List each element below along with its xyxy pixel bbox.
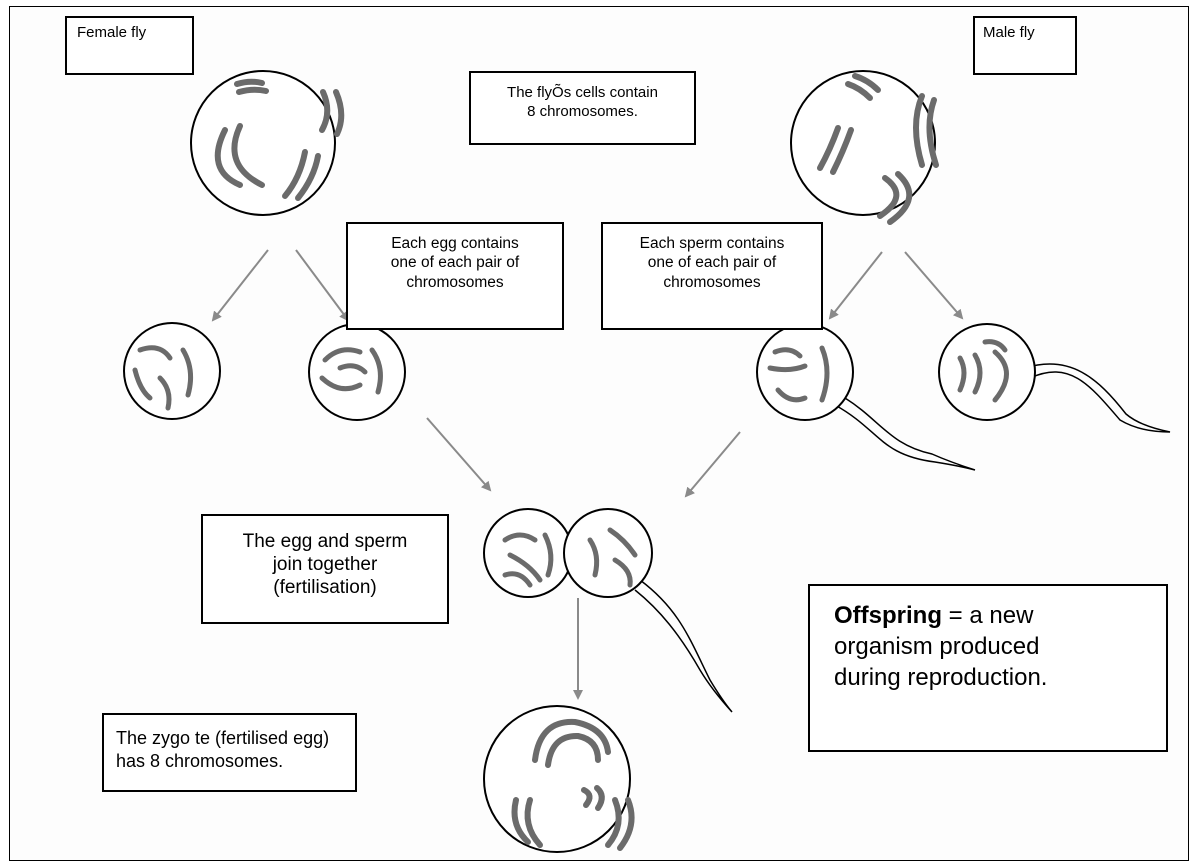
egg-cell-1	[123, 322, 221, 420]
chromosome-count-label: The flyÕs cells contain 8 chromosomes.	[469, 71, 696, 145]
male-fly-label: Male fly	[973, 16, 1077, 75]
sperm-cell-1	[756, 323, 976, 471]
offspring-line-1: Offspring = a new	[834, 600, 1166, 631]
chromosome-count-line-2: 8 chromosomes.	[527, 102, 638, 120]
zygote-line-2: has 8 chromosomes.	[116, 750, 284, 771]
offspring-line-3: during reproduction.	[834, 664, 1048, 692]
offspring-line-2: organism produced	[834, 633, 1040, 661]
offspring-definition: Offspring = a new organism produced duri…	[808, 584, 1168, 752]
egg-cell-2	[308, 323, 406, 421]
sperm-line-2: one of each pair of	[647, 254, 777, 272]
egg-label: Each egg contains one of each pair of ch…	[346, 222, 564, 330]
sperm-label: Each sperm contains one of each pair of …	[601, 222, 823, 330]
egg-line-2: one of each pair of	[390, 254, 520, 272]
fertilisation-line-2: join together	[272, 553, 378, 575]
fertilisation-line-1: The egg and sperm	[242, 531, 408, 552]
female-parent-cell	[190, 70, 345, 216]
sperm-line-3: chromosomes	[663, 273, 761, 291]
offspring-line-1-rest: = a new	[942, 602, 1034, 629]
female-fly-label: Female fly	[65, 16, 194, 75]
fertilisation-line-3: (fertilisation)	[273, 576, 377, 598]
meiosis-arrows	[211, 249, 964, 700]
egg-line-3: chromosomes	[406, 273, 504, 291]
zygote-line-1: The zygo te (fertilised egg)	[116, 728, 330, 748]
sperm-cell-2	[938, 323, 1171, 433]
zygote-cell	[483, 705, 635, 853]
chromosome-count-line-1: The flyÕs cells contain	[507, 84, 658, 101]
male-fly-text: Male fly	[983, 24, 1035, 41]
male-parent-cell	[790, 70, 939, 225]
fertilisation-label: The egg and sperm join together (fertili…	[201, 514, 449, 624]
female-fly-text: Female fly	[77, 24, 147, 41]
zygote-label: The zygo te (fertilised egg) has 8 chrom…	[102, 713, 357, 792]
fertilisation-cells	[483, 508, 733, 713]
egg-line-1: Each egg contains	[391, 235, 519, 252]
sperm-line-1: Each sperm contains	[639, 235, 785, 252]
offspring-term: Offspring	[834, 602, 942, 629]
